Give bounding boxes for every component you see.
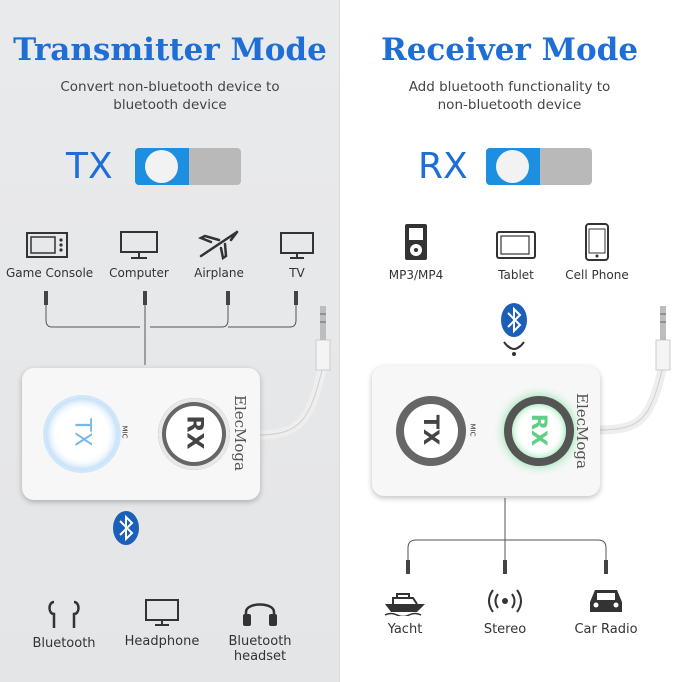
airplane-icon [197,230,239,260]
toggle-knob [496,150,529,183]
source-label: Computer [109,266,169,280]
audio-jack-icon [44,291,298,305]
receiver-title: Receiver Mode [380,32,639,68]
source-label: Tablet [498,268,534,282]
audio-jack-icon [406,560,608,574]
brand-label: ElecMoga [572,393,591,469]
tv-icon [280,232,314,259]
bluetooth-icon [501,303,527,337]
headset-icon [243,603,277,626]
bluetooth-icon [113,511,139,545]
cell-phone-icon [585,223,609,261]
output-label: Headphone [124,634,200,649]
receiver-device: TX RX MIC ElecMoga [372,366,600,496]
tx-mode-toggle[interactable] [135,148,241,185]
tx-button-label: TX [419,414,443,446]
source-tv: TV [276,230,318,280]
tx-button[interactable]: TX [46,398,118,470]
source-computer: Computer [104,230,174,280]
toggle-knob [145,150,178,183]
tx-button[interactable]: TX [396,396,466,466]
aux-cable [597,306,671,435]
stereo-icon [488,589,522,613]
transmitter-device: TX RX MIC ElecMoga [22,368,260,500]
output-bluetooth-headset: Bluetooth headset [220,596,300,664]
output-connector-lines [406,498,608,574]
computer-icon [120,231,158,259]
monitor-icon [145,599,179,626]
source-label: MP3/MP4 [388,268,444,282]
source-label: TV [289,266,305,280]
mp3-player-icon [405,224,427,260]
car-radio-icon [590,590,622,612]
source-tablet: Tablet [486,228,546,282]
rx-mode-toggle[interactable] [486,148,592,185]
game-console-icon [26,232,68,258]
output-yacht: Yacht [370,586,440,637]
output-stereo: Stereo [476,586,534,637]
rx-button[interactable]: RX [158,398,230,470]
rx-mode-label: RX [418,146,468,187]
source-label: Airplane [194,266,244,280]
transmitter-subtitle-line1: Convert non-bluetooth device to [60,79,280,95]
earbuds-icon [48,600,80,628]
panel-divider [339,0,340,682]
mic-label: MIC [120,425,129,439]
transmitter-subtitle-line2: bluetooth device [113,97,227,113]
tx-button-label: TX [69,418,95,447]
output-label: Bluetooth [228,634,292,649]
source-cell-phone: Cell Phone [556,222,638,282]
receiver-subtitle: Add bluetooth functionality to non-bluet… [340,78,679,114]
receiver-subtitle-line2: non-bluetooth device [437,97,582,113]
transmitter-subtitle: Convert non-bluetooth device to bluetoot… [0,78,340,114]
output-bluetooth: Bluetooth [26,598,102,651]
output-label: Stereo [483,622,527,637]
source-label: Game Console [6,266,94,280]
source-game-console: Game Console [6,230,93,280]
tx-mode-label: TX [66,146,113,187]
transmitter-title: Transmitter Mode [13,32,327,68]
rx-button-label: RX [181,415,207,450]
source-label: Cell Phone [565,268,629,282]
source-airplane: Airplane [186,228,252,280]
source-mp3: MP3/MP4 [376,222,456,282]
yacht-icon [384,593,425,616]
rx-button[interactable]: RX [504,396,574,466]
aux-cable [257,306,331,440]
output-label: Bluetooth [32,636,96,651]
receiver-subtitle-line1: Add bluetooth functionality to [408,79,611,95]
mic-label: MIC [468,423,477,437]
signal-waves-icon [503,341,525,356]
output-label: Car Radio [574,622,638,637]
brand-label: ElecMoga [230,395,249,471]
receiver-panel: Receiver Mode Add bluetooth functionalit… [340,0,679,682]
output-car-radio: Car Radio [566,584,646,637]
output-headphone: Headphone [120,598,204,649]
output-label: Yacht [387,622,423,637]
source-connector-lines [44,291,298,365]
transmitter-panel: Transmitter Mode Convert non-bluetooth d… [0,0,340,682]
rx-button-label: RX [527,413,551,447]
output-label-line2: headset [233,649,287,664]
tablet-icon [496,231,536,259]
